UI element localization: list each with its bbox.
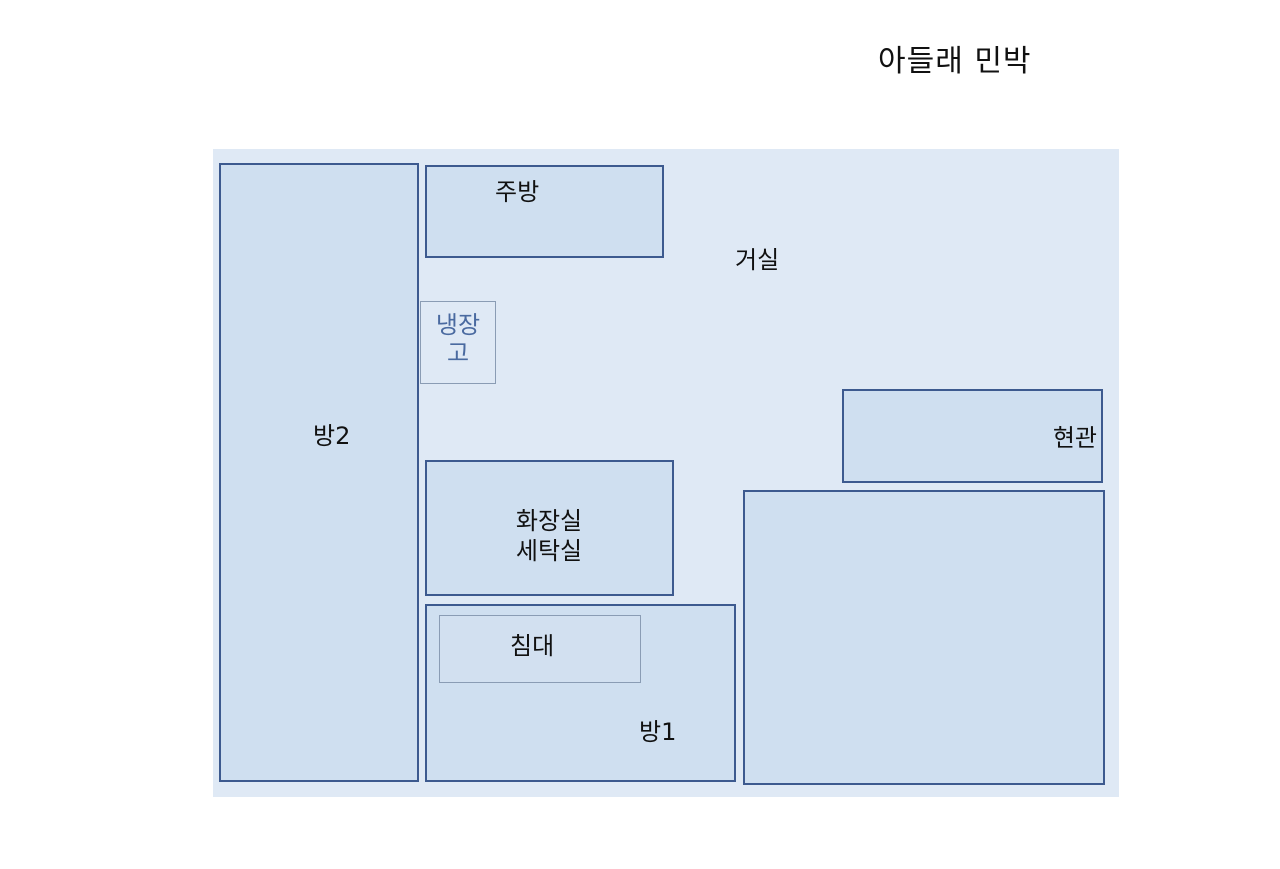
room-1: 침대 방1 [425, 604, 736, 782]
bed: 침대 [439, 615, 641, 683]
fridge-label-line2: 고 [446, 339, 470, 367]
kitchen-label: 주방 [495, 178, 540, 206]
bathroom-label: 화장실 [515, 507, 583, 535]
room-2-label: 방2 [313, 422, 351, 450]
entrance: 현관 [842, 389, 1103, 483]
kitchen: 주방 [425, 165, 664, 258]
bed-label: 침대 [510, 632, 555, 660]
bathroom-laundry-label: 화장실 세탁실 [427, 506, 671, 566]
unlabeled-room [743, 490, 1105, 785]
living-room-label: 거실 [735, 246, 780, 274]
fridge: 냉장 고 [420, 301, 496, 384]
diagram-title: 아들래 민박 [878, 44, 1032, 79]
fridge-label-line1: 냉장 [435, 311, 481, 339]
room-1-label: 방1 [639, 718, 677, 746]
entrance-label: 현관 [1052, 424, 1097, 452]
fridge-label: 냉장 고 [421, 311, 495, 367]
bathroom-laundry: 화장실 세탁실 [425, 460, 674, 596]
room-2: 방2 [219, 163, 419, 782]
laundry-label: 세탁실 [515, 537, 583, 565]
floor-plan: 거실 방2 주방 냉장 고 화장실 세탁실 침대 방1 현관 [213, 149, 1119, 797]
